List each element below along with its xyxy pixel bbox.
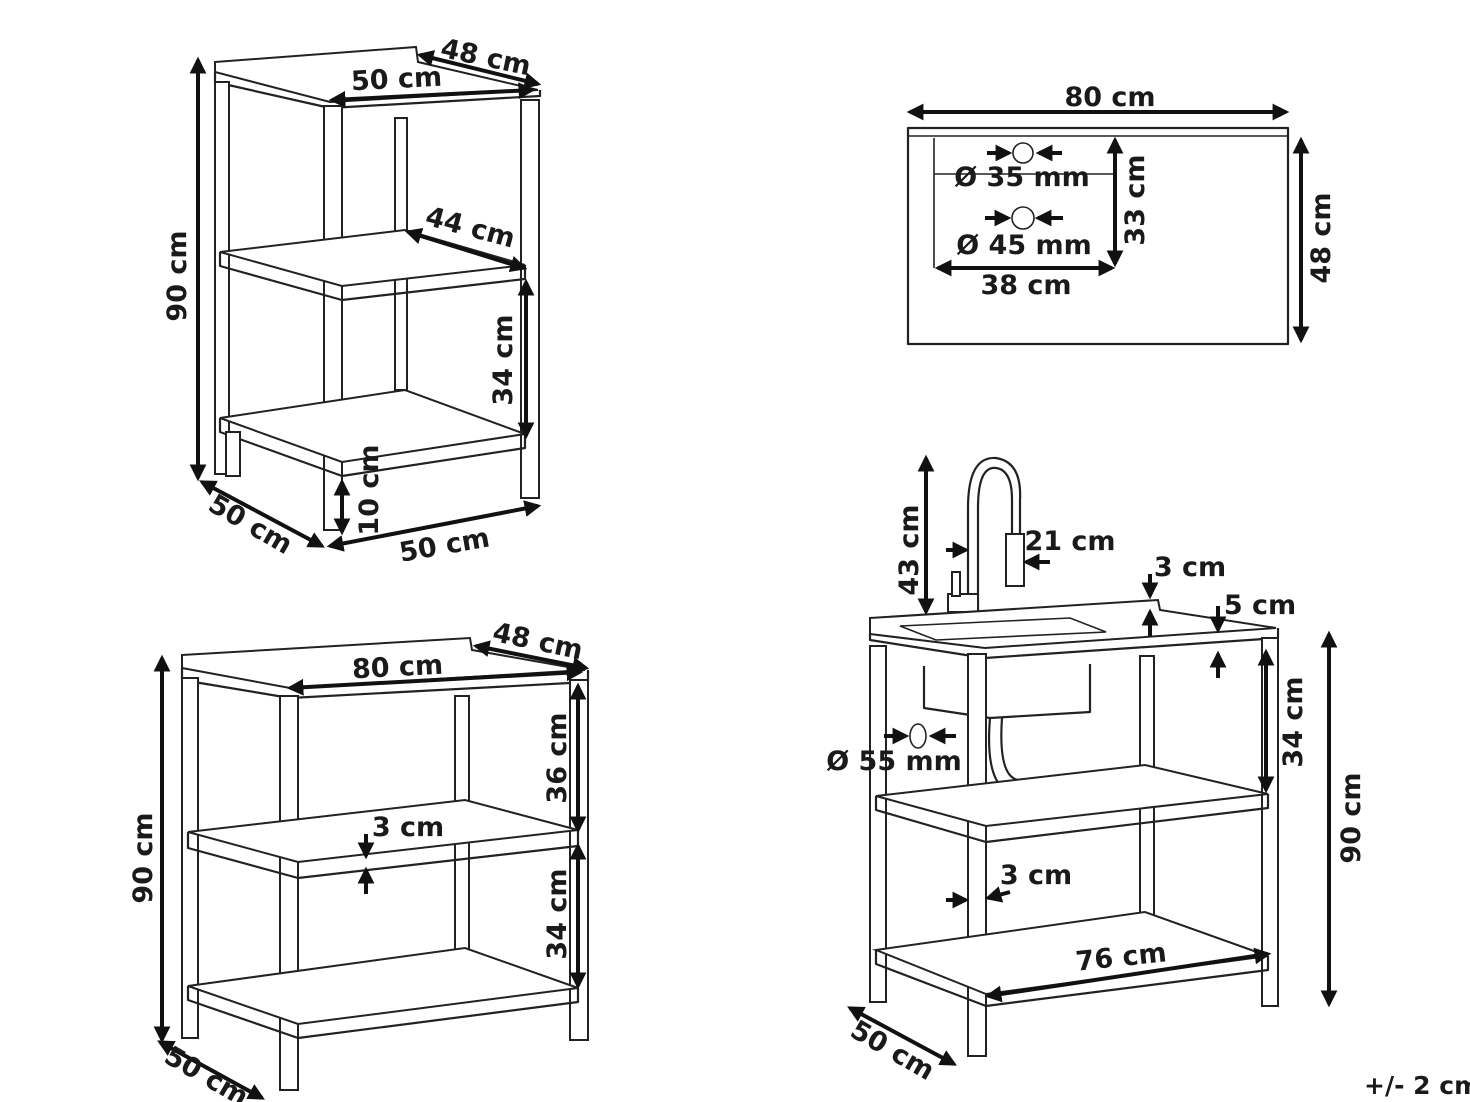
worktop-hole-large-label: Ø 45 mm [956,230,1092,261]
worktop-cutout-depth-label: 33 cm [1120,154,1151,245]
worktop-dimensions: 80 cm Ø 35 mm Ø 45 mm 33 cm 38 cm 48 cm [906,82,1337,344]
sink-height-label: 90 cm [1336,772,1367,863]
unit-b-depth-bottom-label: 50 cm [159,1040,253,1102]
unit-b-height-label: 90 cm [128,812,159,903]
unit-a-foot-height-label: 10 cm [354,444,385,535]
sink-backsplash-label: 3 cm [1154,552,1226,583]
worktop-width-label: 80 cm [1064,82,1155,113]
sink-faucet-height-label: 43 cm [894,504,925,595]
unit-b-shelf-thickness-label: 3 cm [372,812,444,843]
sink-top-thickness-label: 5 cm [1224,590,1296,621]
unit-b-upper-gap-label: 36 cm [542,712,573,803]
worktop-cutout-width-label: 38 cm [980,270,1071,301]
sink-unit-dimensions: 43 cm 21 cm 3 cm 5 cm Ø 55 mm 34 cm 90 c… [826,454,1367,1087]
sink-unit [868,456,1280,1057]
worktop-plan [906,126,1290,346]
sink-drain-label: Ø 55 mm [826,746,962,777]
unit-a-height-label: 90 cm [162,230,193,321]
wide-shelf-unit [180,636,590,1091]
sink-upper-gap-label: 34 cm [1278,676,1309,767]
worktop-hole-small-label: Ø 35 mm [954,162,1090,193]
worktop-depth-label: 48 cm [1306,192,1337,283]
sink-faucet-reach-label: 21 cm [1024,526,1115,557]
unit-b-lower-gap-label: 34 cm [542,868,573,959]
tolerance-note: +/- 2 cm [1364,1071,1470,1100]
unit-a-shelf-gap-label: 34 cm [488,314,519,405]
unit-b-width-top-label: 80 cm [351,650,444,686]
unit-a-width-top-label: 50 cm [350,62,443,98]
sink-leg-width-label: 3 cm [1000,860,1072,891]
